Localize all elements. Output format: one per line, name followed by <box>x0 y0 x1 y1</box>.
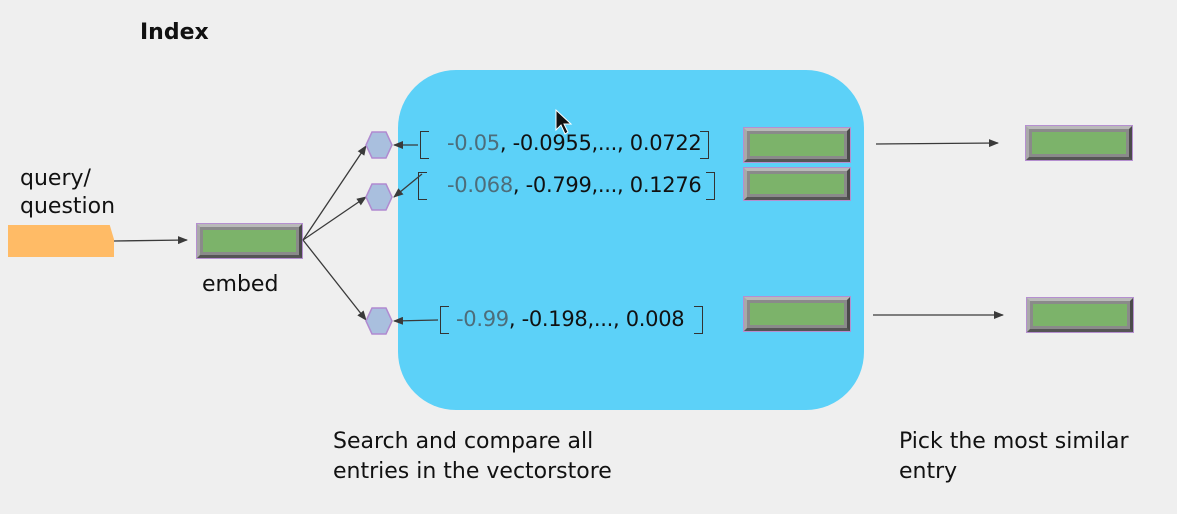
vectorstore-region <box>398 70 864 410</box>
pick-caption-line-2: entry <box>899 459 958 484</box>
embed-label: embed <box>202 272 279 297</box>
vector-1-close-bracket <box>700 131 709 159</box>
search-caption: Search and compare all entries in the ve… <box>333 427 612 487</box>
embed-to-hex-1-arrow <box>302 145 367 241</box>
similarity-hexagon-3 <box>365 307 393 335</box>
vector-3: -0.99, -0.198,..., 0.008 <box>456 307 685 331</box>
vector-1-first-value: -0.05 <box>447 131 500 155</box>
query-label-line-2: question <box>20 194 116 219</box>
vector-3-open-bracket <box>440 306 449 334</box>
search-caption-line-2: entries in the vectorstore <box>333 459 612 484</box>
vector-2-open-bracket <box>418 172 427 200</box>
result-1-arrow <box>875 139 999 148</box>
vector-2-to-hex-arrow <box>393 173 423 198</box>
store-entry-bar-3 <box>744 297 850 331</box>
embed-to-hex-2-arrow <box>302 196 367 241</box>
page-title: Index <box>140 20 209 45</box>
pick-caption: Pick the most similar entry <box>899 427 1129 487</box>
query-label-line-1: query/ <box>20 166 91 191</box>
vector-1: -0.05, -0.0955,..., 0.0722 <box>447 131 702 155</box>
vector-3-close-bracket <box>694 306 703 334</box>
vector-2-rest: , -0.799,..., 0.1276 <box>512 173 702 197</box>
store-entry-bar-1 <box>744 128 850 162</box>
pick-caption-line-1: Pick the most similar <box>899 429 1129 454</box>
vector-1-rest: , -0.0955,..., 0.0722 <box>499 131 702 155</box>
vector-2-close-bracket <box>706 172 715 200</box>
query-embedding-bar <box>197 224 302 258</box>
vector-2-first-value: -0.068 <box>447 173 513 197</box>
mouse-cursor-icon <box>555 108 573 135</box>
vector-1-open-bracket <box>420 131 429 159</box>
vector-2: -0.068, -0.799,..., 0.1276 <box>447 173 702 197</box>
vector-3-first-value: -0.99 <box>456 307 509 331</box>
embed-to-hex-3-arrow <box>302 239 367 321</box>
result-bar-1 <box>1026 126 1132 160</box>
query-label: query/ question <box>20 165 115 221</box>
result-bar-2 <box>1027 298 1133 332</box>
similarity-hexagon-2 <box>365 183 393 211</box>
search-caption-line-1: Search and compare all <box>333 429 594 454</box>
query-to-embed-arrow <box>113 236 188 245</box>
similarity-hexagon-1 <box>365 131 393 159</box>
query-document-icon <box>8 225 114 257</box>
vector-3-to-hex-arrow <box>393 316 439 325</box>
store-entry-bar-2 <box>744 168 850 200</box>
vector-3-rest: , -0.198,..., 0.008 <box>508 307 685 331</box>
